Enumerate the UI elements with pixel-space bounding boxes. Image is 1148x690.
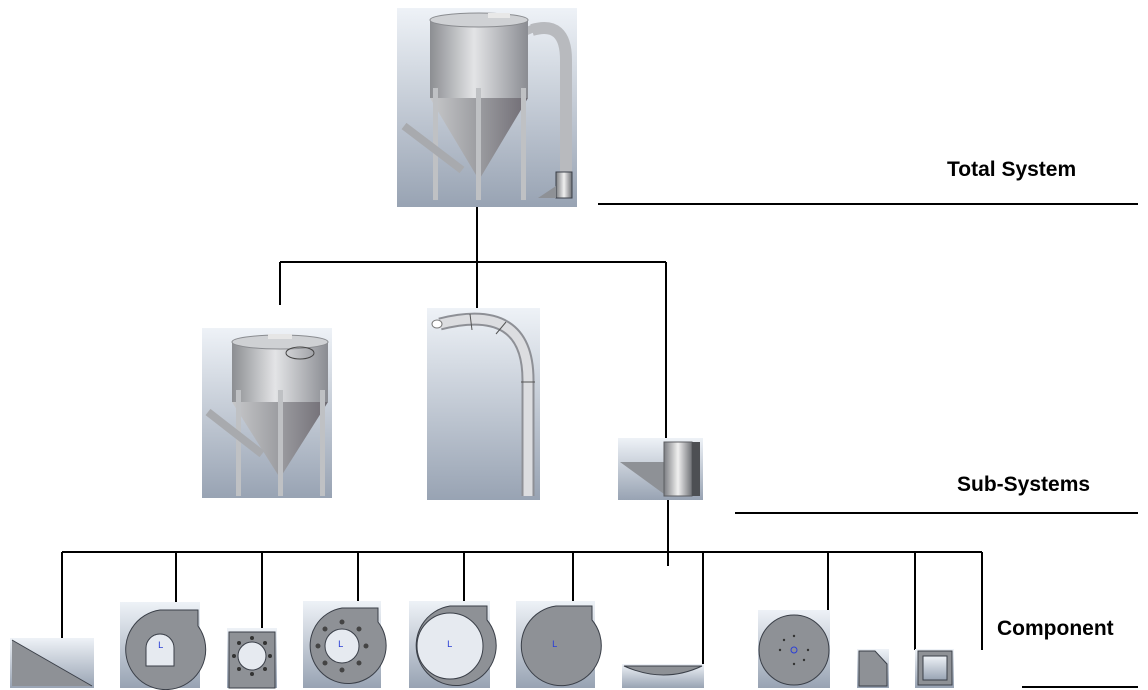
svg-text:L: L xyxy=(552,640,557,650)
component-housing-ring: L xyxy=(409,601,497,688)
connector-lines xyxy=(61,203,1138,688)
components: L L xyxy=(10,601,954,690)
component-flange-plate xyxy=(227,628,277,689)
component-corner-plate xyxy=(857,649,889,688)
component-square-frame xyxy=(915,649,954,688)
total-system-label: Total System xyxy=(947,158,1077,181)
component-label: Component xyxy=(997,617,1114,640)
component-curved-strip xyxy=(622,664,704,688)
svg-text:L: L xyxy=(338,640,343,650)
component-fan-housing: L xyxy=(120,602,207,690)
total-system-image xyxy=(397,8,577,207)
component-disc xyxy=(758,610,830,688)
sub-system-silo-image xyxy=(202,328,332,498)
component-housing-bolt-ring: L xyxy=(303,601,387,688)
sub-system-fan-image xyxy=(618,438,703,500)
component-housing-plate: L xyxy=(516,601,602,688)
component-triangle-plate xyxy=(10,638,94,688)
svg-text:L: L xyxy=(158,641,163,651)
svg-text:L: L xyxy=(447,640,452,650)
sub-systems-label: Sub-Systems xyxy=(957,473,1091,496)
sub-system-duct-image xyxy=(427,308,540,500)
